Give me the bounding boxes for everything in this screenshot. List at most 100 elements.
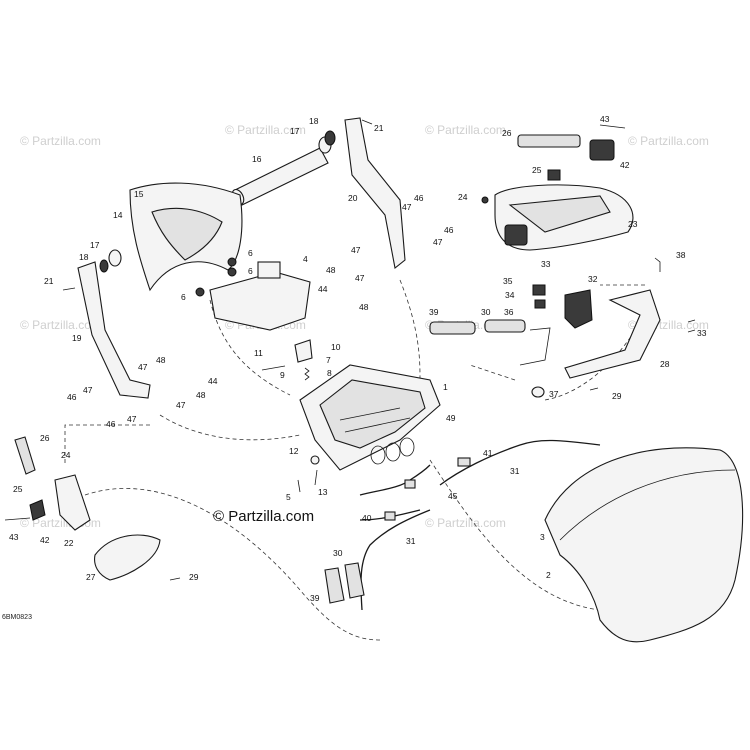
callout-17: 17 <box>290 126 300 136</box>
callout-30: 30 <box>481 307 491 317</box>
callout-4: 4 <box>303 254 308 264</box>
callout-46d: 46 <box>106 419 116 429</box>
throttle-lever <box>54 474 91 531</box>
right-bracket <box>344 117 406 270</box>
callout-42: 42 <box>620 160 630 170</box>
bolt <box>4 517 31 521</box>
switch-button <box>532 284 546 296</box>
callout-48c: 48 <box>156 355 166 365</box>
grip <box>484 319 526 333</box>
callout-31: 31 <box>510 466 520 476</box>
grip <box>14 436 36 475</box>
callout-46: 46 <box>414 193 424 203</box>
callout-33: 33 <box>541 259 551 269</box>
heater-cable <box>439 439 601 486</box>
callout-3: 3 <box>540 532 545 542</box>
callout-47f: 47 <box>83 385 93 395</box>
left-fairing <box>129 182 243 292</box>
connector <box>384 511 396 521</box>
callout-48d: 48 <box>196 390 206 400</box>
panel-bracket <box>209 271 311 331</box>
callout-47b: 47 <box>433 237 443 247</box>
bolt <box>261 365 286 371</box>
nut <box>227 257 237 267</box>
callout-39b: 39 <box>310 593 320 603</box>
callout-32: 32 <box>588 274 598 284</box>
screw <box>687 319 696 333</box>
callout-25: 25 <box>532 165 542 175</box>
callout-1: 1 <box>443 382 448 392</box>
washer-left <box>99 259 109 273</box>
bracket <box>519 327 551 366</box>
lever-cover <box>94 534 161 581</box>
callout-2: 2 <box>546 570 551 580</box>
assembly-line <box>429 459 601 611</box>
callout-18: 18 <box>309 116 319 126</box>
clip <box>294 339 313 363</box>
watermark: © Partzilla.com <box>225 123 306 137</box>
callout-20: 20 <box>348 193 358 203</box>
nut <box>531 386 545 398</box>
callout-38: 38 <box>676 250 686 260</box>
screw <box>481 196 489 204</box>
callout-48b: 48 <box>359 302 369 312</box>
screw <box>547 169 561 181</box>
nut <box>195 287 205 297</box>
wiring-harness <box>359 464 431 496</box>
callout-47g: 47 <box>176 400 186 410</box>
grip <box>429 321 476 335</box>
callout-8: 8 <box>327 368 332 378</box>
callout-21: 21 <box>374 123 384 133</box>
washer-top <box>324 130 336 146</box>
callout-12: 12 <box>289 446 299 456</box>
grip <box>324 567 345 604</box>
switch-button <box>534 299 546 309</box>
left-bracket <box>77 261 151 399</box>
callout-27: 27 <box>86 572 96 582</box>
callout-45: 45 <box>448 491 458 501</box>
callout-47c: 47 <box>351 245 361 255</box>
console-housing <box>299 364 441 471</box>
bolt <box>599 124 626 129</box>
callout-43: 43 <box>600 114 610 124</box>
screw <box>589 387 599 391</box>
hose-clamp <box>370 445 386 465</box>
callout-6b: 6 <box>248 266 253 276</box>
callout-23: 23 <box>628 219 638 229</box>
brand-label: © Partzilla.com <box>213 508 315 525</box>
spring <box>304 367 310 381</box>
hose-clamp <box>399 437 415 457</box>
callout-49: 49 <box>446 413 456 423</box>
callout-7: 7 <box>326 355 331 365</box>
assembly-line <box>64 424 150 465</box>
callout-44b: 44 <box>208 376 218 386</box>
brake-lever <box>564 289 661 379</box>
callout-11: 11 <box>254 348 263 358</box>
connector <box>404 479 416 489</box>
callout-47e: 47 <box>138 362 148 372</box>
assembly-line <box>84 488 381 641</box>
washer-left <box>108 249 122 267</box>
callout-28: 28 <box>660 359 670 369</box>
callout-6: 6 <box>248 248 253 258</box>
callout-14: 14 <box>113 210 123 220</box>
switch-cover <box>29 499 46 521</box>
handlebar-tube <box>231 147 329 206</box>
callout-26b: 26 <box>40 433 50 443</box>
assembly-line <box>469 364 516 381</box>
callout-41: 41 <box>483 448 493 458</box>
callout-34: 34 <box>505 290 515 300</box>
callout-29b: 29 <box>189 572 199 582</box>
assembly-line <box>399 279 421 381</box>
watermark: © Partzilla.com <box>425 123 506 137</box>
callout-25b: 25 <box>13 484 23 494</box>
callout-15: 15 <box>134 189 144 199</box>
switch-housing <box>564 289 593 329</box>
callout-40: 40 <box>362 513 372 523</box>
callout-13: 13 <box>318 487 328 497</box>
callout-19: 19 <box>72 333 82 343</box>
grip <box>517 134 581 148</box>
callout-9: 9 <box>280 370 285 380</box>
